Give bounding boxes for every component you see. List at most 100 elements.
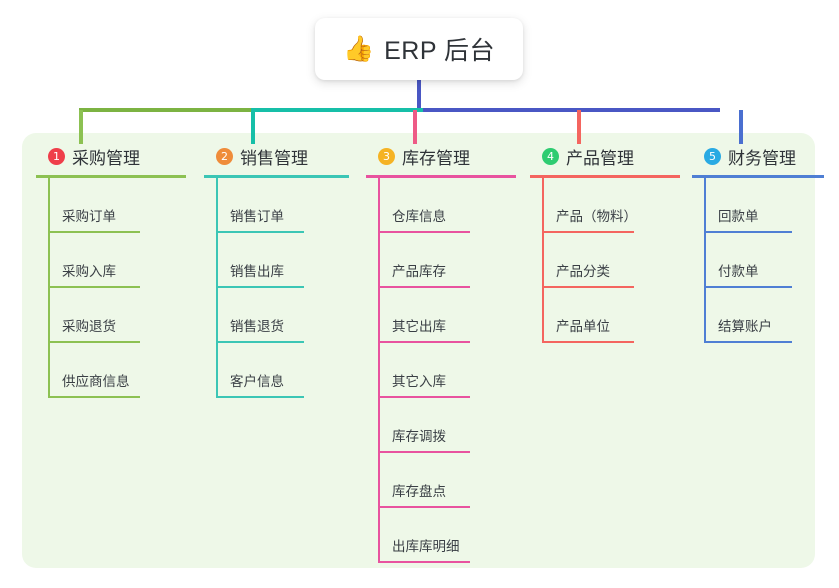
branch-item[interactable]: 供应商信息 — [36, 343, 186, 398]
branch-column-产品管理: 4 产品管理产品（物料） 产品分类产品单位 — [530, 143, 680, 343]
branch-title-label: 采购管理 — [72, 148, 140, 168]
branch-item-rule — [48, 231, 140, 233]
root-node-label: ERP 后台 — [384, 37, 496, 65]
branch-item-rule — [542, 231, 634, 233]
branch-items: 销售订单销售出库销售退货客户信息 — [204, 178, 349, 398]
branch-header-采购管理[interactable]: 1 采购管理 — [36, 143, 186, 169]
branch-column-库存管理: 3 库存管理仓库信息产品库存其它出库其它入库库存调拨库存盘点出库库明细 — [366, 143, 516, 563]
branch-item-label: 回款单 — [718, 209, 759, 224]
branch-underline — [36, 175, 186, 178]
connector-drop-产品管理 — [577, 110, 581, 144]
connector-drop-销售管理 — [251, 110, 255, 144]
branch-stem — [378, 178, 380, 563]
branch-stem — [704, 178, 706, 343]
branch-item[interactable]: 客户信息 — [204, 343, 349, 398]
branch-number-badge: 3 — [378, 147, 395, 165]
branch-item-rule — [216, 231, 304, 233]
connector-segment-indigo — [423, 108, 720, 112]
branch-title-label: 产品管理 — [566, 148, 634, 168]
branch-item[interactable]: 仓库信息 — [366, 178, 516, 233]
branch-items: 回款单付款单结算账户 — [692, 178, 824, 343]
branch-item[interactable]: 其它入库 — [366, 343, 516, 398]
branch-item[interactable]: 销售退货 — [204, 288, 349, 343]
branch-item[interactable]: 产品库存 — [366, 233, 516, 288]
branch-item-rule — [542, 286, 634, 288]
branch-item-label: 其它出库 — [392, 319, 446, 334]
thumbs-up-icon: 👍 — [342, 34, 375, 63]
branch-item-rule — [542, 341, 634, 343]
branch-item-label: 采购订单 — [62, 209, 116, 224]
branch-header-产品管理[interactable]: 4 产品管理 — [530, 143, 680, 169]
branch-stem — [542, 178, 544, 343]
branch-item[interactable]: 库存盘点 — [366, 453, 516, 508]
branch-item[interactable]: 销售出库 — [204, 233, 349, 288]
branch-item[interactable]: 付款单 — [692, 233, 824, 288]
branch-item-rule — [216, 286, 304, 288]
branch-item[interactable]: 其它出库 — [366, 288, 516, 343]
branch-number-badge: 4 — [542, 147, 559, 165]
branch-items: 产品（物料） 产品分类产品单位 — [530, 178, 680, 343]
branch-item[interactable]: 结算账户 — [692, 288, 824, 343]
branch-item-label: 产品库存 — [392, 264, 446, 279]
branch-items: 采购订单采购入库采购退货供应商信息 — [36, 178, 186, 398]
branch-item-rule — [378, 396, 470, 398]
branch-item[interactable]: 采购退货 — [36, 288, 186, 343]
branch-underline — [204, 175, 349, 178]
branch-header-库存管理[interactable]: 3 库存管理 — [366, 143, 516, 169]
branch-item[interactable]: 采购订单 — [36, 178, 186, 233]
branch-item[interactable]: 产品（物料） — [530, 178, 680, 233]
diagram-panel — [22, 133, 815, 568]
branch-item-rule — [216, 341, 304, 343]
root-node-erp-backend[interactable]: 👍 ERP 后台 — [315, 18, 523, 80]
branch-item-label: 客户信息 — [230, 374, 284, 389]
connector-root-vertical — [417, 80, 421, 110]
branch-item[interactable]: 产品单位 — [530, 288, 680, 343]
branch-item[interactable]: 采购入库 — [36, 233, 186, 288]
branch-item-rule — [48, 341, 140, 343]
branch-item-label: 付款单 — [718, 264, 759, 279]
branch-number-badge: 1 — [48, 147, 65, 165]
branch-item-label: 仓库信息 — [392, 209, 446, 224]
branch-item[interactable]: 出库库明细 — [366, 508, 516, 563]
branch-item-label: 库存盘点 — [392, 484, 446, 499]
branch-item-rule — [48, 396, 140, 398]
connector-drop-采购管理 — [79, 110, 83, 144]
branch-item-rule — [704, 341, 792, 343]
branch-stem — [216, 178, 218, 398]
branch-item-rule — [48, 286, 140, 288]
branch-item-rule — [378, 506, 470, 508]
connector-drop-财务管理 — [739, 110, 743, 144]
branch-underline — [530, 175, 680, 178]
branch-title-label: 库存管理 — [402, 148, 470, 168]
branch-item[interactable]: 销售订单 — [204, 178, 349, 233]
branch-item-label: 产品分类 — [556, 264, 610, 279]
branch-item-rule — [378, 451, 470, 453]
connector-drop-库存管理 — [413, 110, 417, 144]
branch-item-rule — [378, 341, 470, 343]
branch-item-label: 库存调拨 — [392, 429, 446, 444]
branch-underline — [692, 175, 824, 178]
branch-item-label: 采购退货 — [62, 319, 116, 334]
connector-segment-teal — [251, 108, 423, 112]
branch-item[interactable]: 产品分类 — [530, 233, 680, 288]
branch-item-label: 销售出库 — [230, 264, 284, 279]
branch-item[interactable]: 回款单 — [692, 178, 824, 233]
branch-item-label: 产品单位 — [556, 319, 610, 334]
branch-number-badge: 5 — [704, 147, 721, 165]
branch-stem — [48, 178, 50, 398]
branch-item-label: 供应商信息 — [62, 374, 130, 389]
branch-item-rule — [216, 396, 304, 398]
branch-column-采购管理: 1 采购管理采购订单采购入库采购退货供应商信息 — [36, 143, 186, 398]
branch-item-label: 销售退货 — [230, 319, 284, 334]
connector-segment-green — [79, 108, 251, 112]
branch-number-badge: 2 — [216, 147, 233, 165]
branch-underline — [366, 175, 516, 178]
branch-item-rule — [378, 286, 470, 288]
branch-item-rule — [704, 231, 792, 233]
branch-item-label: 出库库明细 — [392, 539, 460, 554]
branch-item[interactable]: 库存调拨 — [366, 398, 516, 453]
